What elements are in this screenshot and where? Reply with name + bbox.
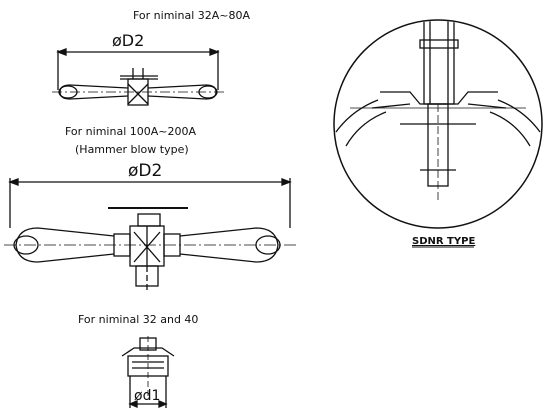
caption-100-200: For niminal 100A~200A: [65, 125, 196, 138]
sdnr-detail: SDNR TYPE: [333, 19, 543, 248]
caption-32-40: For niminal 32 and 40: [78, 313, 198, 326]
handwheel-mini: [121, 336, 175, 408]
dim-d1-label: ød1: [134, 388, 160, 404]
dimension-d2-middle: øD2: [8, 161, 292, 228]
dim-d2-top-label: øD2: [112, 31, 144, 50]
handwheel-small: [52, 68, 224, 106]
dimension-d2-top: øD2: [56, 31, 220, 90]
dim-d2-middle-label: øD2: [128, 161, 162, 181]
handwheel-large: [4, 207, 296, 292]
caption-32-80: For niminal 32A~80A: [133, 9, 250, 22]
caption-hammer: (Hammer blow type): [75, 143, 189, 156]
sdnr-type-label: SDNR TYPE: [412, 236, 475, 247]
dimension-d1: ød1: [128, 388, 168, 408]
